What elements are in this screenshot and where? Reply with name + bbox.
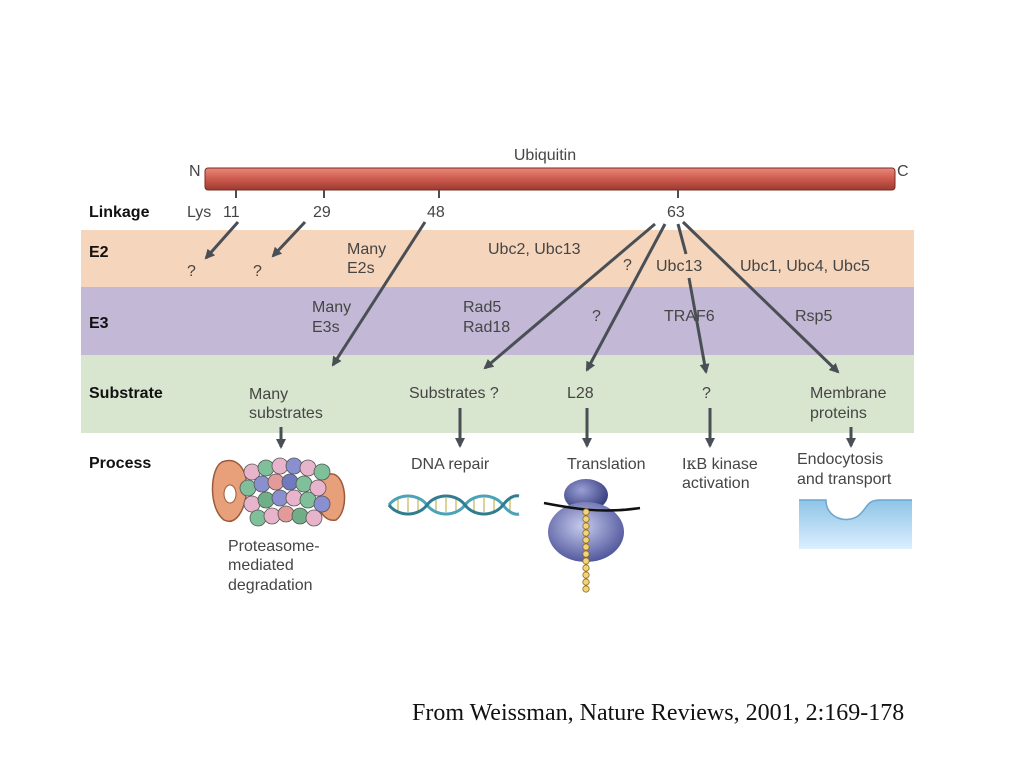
substrate-band — [81, 355, 914, 433]
lys63-label: 63 — [667, 204, 685, 221]
e2-ubc1-ubc4-ubc5: Ubc1, Ubc4, Ubc5 — [740, 258, 870, 275]
arrow-lys11-e2 — [204, 221, 240, 260]
substrate-membrane-line2: proteins — [810, 405, 867, 422]
dna-helix-illustration — [387, 494, 520, 516]
e2-ubc13: Ubc13 — [656, 258, 702, 275]
process-proteasome-line1: Proteasome- — [228, 538, 320, 555]
substrate-many-line2: substrates — [249, 405, 323, 422]
substrate-unknown: Substrates ? — [409, 385, 499, 402]
lys48-label: 48 — [427, 204, 445, 221]
process-ikb-line1: IκB kinase — [682, 454, 758, 473]
e2-unknown-11: ? — [187, 263, 196, 280]
substrate-many-line1: Many — [249, 386, 288, 403]
substrate-l28: L28 — [567, 385, 594, 402]
e3-unknown: ? — [592, 308, 601, 325]
ubiquitin-title: Ubiquitin — [514, 147, 576, 164]
membrane-illustration — [799, 499, 912, 549]
lys11-label: 11 — [223, 204, 240, 221]
e2-unknown-63: ? — [623, 257, 632, 274]
arrow-lys63-substrates — [483, 222, 656, 370]
process-proteasome-line3: degradation — [228, 577, 313, 594]
arrow-lys63-membrane — [681, 220, 840, 374]
process-endocytosis-line1: Endocytosis — [797, 451, 883, 468]
ubiquitin-linkage-diagram: Ubiquitin N C Linkage E2 E3 Substrate Pr… — [81, 147, 914, 594]
arrow-ubc13-traf6 — [687, 277, 710, 374]
substrate-membrane-line1: Membrane — [810, 385, 887, 402]
process-endocytosis-line2: and transport — [797, 471, 892, 488]
process-dna-repair: DNA repair — [411, 456, 490, 473]
arrow-lys63-l28 — [585, 223, 667, 372]
process-proteasome-line2: mediated — [228, 557, 294, 574]
row-label-e2: E2 — [89, 244, 109, 261]
e2-ubc2-ubc13: Ubc2, Ubc13 — [488, 241, 581, 258]
row-label-substrate: Substrate — [89, 385, 163, 402]
e3-band — [81, 287, 914, 355]
lys29-label: 29 — [313, 204, 331, 221]
row-label-linkage: Linkage — [89, 204, 150, 221]
e2-band — [81, 230, 914, 287]
arrows — [204, 220, 856, 449]
n-terminus-label: N — [189, 163, 201, 180]
arrow-lys48-substrates — [331, 221, 427, 367]
e2-many-line2: E2s — [347, 260, 375, 277]
e3-many-line2: E3s — [312, 319, 340, 336]
lys-label: Lys — [187, 204, 211, 221]
arrow-lys29-e2 — [271, 220, 307, 258]
e3-many-line1: Many — [312, 299, 351, 316]
proteasome-illustration — [211, 457, 346, 527]
ubiquitin-bar — [204, 167, 896, 191]
e3-traf6: TRAF6 — [664, 308, 715, 325]
ribosome-illustration — [543, 479, 641, 593]
e3-rad18: Rad18 — [463, 319, 510, 336]
row-label-process: Process — [89, 455, 151, 472]
arrow-lys63-ubc13 — [676, 223, 688, 255]
c-terminus-label: C — [897, 163, 909, 180]
row-label-e3: E3 — [89, 315, 109, 332]
e2-unknown-29: ? — [253, 263, 262, 280]
substrate-unknown-63: ? — [702, 385, 711, 402]
e3-rad5: Rad5 — [463, 299, 501, 316]
process-translation: Translation — [567, 456, 646, 473]
process-ikb-line2: activation — [682, 475, 750, 492]
e3-rsp5: Rsp5 — [795, 308, 832, 325]
citation: From Weissman, Nature Reviews, 2001, 2:1… — [412, 700, 905, 726]
e2-many-line1: Many — [347, 241, 386, 258]
